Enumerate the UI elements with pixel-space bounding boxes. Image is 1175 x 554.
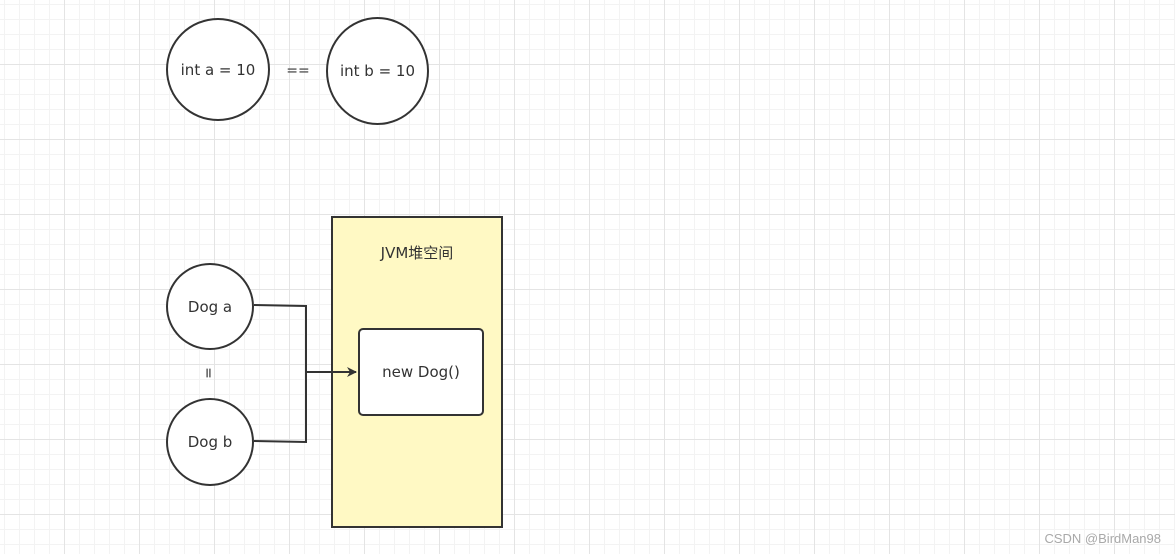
watermark: CSDN @BirdMan98: [1044, 531, 1161, 546]
int-b-label: int b = 10: [339, 62, 416, 80]
primitive-equals-operator: ==: [286, 63, 310, 79]
jvm-heap-label: JVM堆空间: [380, 244, 454, 262]
dog-b-connector: [253, 372, 307, 444]
int-b-node[interactable]: int b = 10: [326, 17, 429, 125]
dog-b-node[interactable]: Dog b: [166, 398, 254, 486]
new-dog-object[interactable]: new Dog(): [358, 328, 484, 416]
int-a-node[interactable]: int a = 10: [166, 18, 270, 121]
dog-a-connector: [253, 304, 307, 372]
new-dog-label: new Dog(): [382, 363, 460, 381]
dog-a-label: Dog a: [187, 297, 233, 316]
int-a-label: int a = 10: [180, 60, 256, 79]
dog-a-node[interactable]: Dog a: [166, 263, 254, 350]
dog-b-label: Dog b: [187, 433, 233, 451]
